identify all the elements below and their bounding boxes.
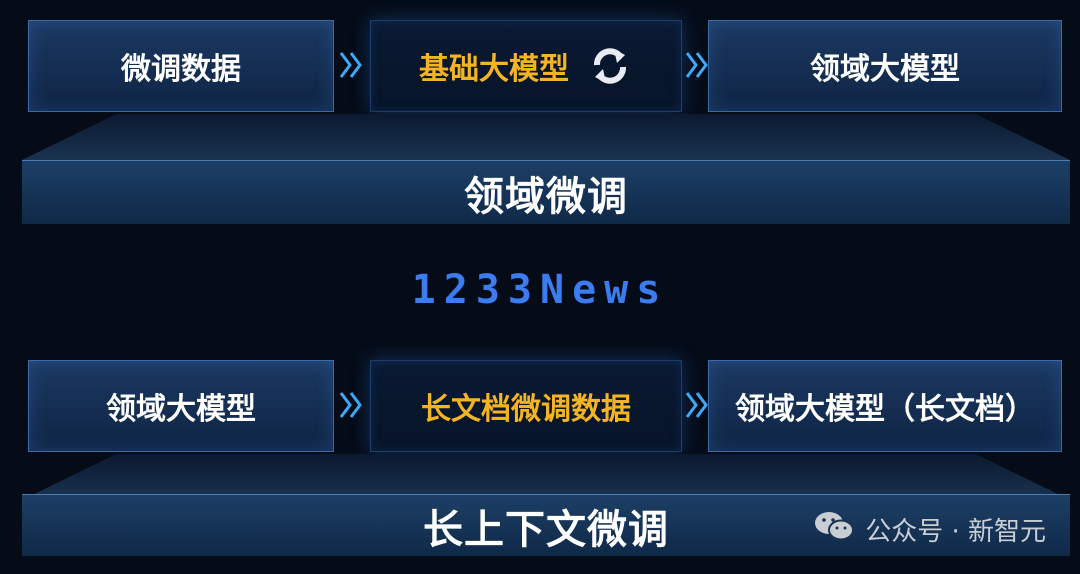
step-label: 领域大模型 [106, 392, 256, 427]
source-mark: 公众号 · 新智元 [813, 506, 1046, 552]
platform-label: 长上下文微调 [423, 506, 669, 553]
step-domain-model-long-doc: 领域大模型（长文档） [708, 360, 1062, 452]
source-label: 公众号 · 新智元 [865, 516, 1046, 547]
step-base-model: 基础大模型 [370, 20, 682, 112]
refresh-icon [587, 43, 633, 89]
step-label: 领域大模型（长文档） [735, 392, 1035, 427]
step-domain-model: 领域大模型 [708, 20, 1062, 112]
step-domain-model-input: 领域大模型 [28, 360, 334, 452]
double-chevron-right-icon [338, 385, 366, 425]
step-label: 领域大模型 [810, 52, 960, 87]
double-chevron-right-icon [338, 45, 366, 85]
step-label: 微调数据 [121, 52, 241, 87]
double-chevron-right-icon [684, 385, 712, 425]
platform-top-1 [22, 114, 1070, 160]
platform-top-2 [22, 454, 1070, 500]
platform-label: 领域微调 [464, 173, 628, 220]
wechat-icon [813, 508, 855, 551]
double-chevron-right-icon [684, 45, 712, 85]
watermark-text: 1233News [411, 267, 669, 313]
step-fine-tune-data: 微调数据 [28, 20, 334, 112]
step-long-doc-data: 长文档微调数据 [370, 360, 682, 452]
platform-long-context-fine-tune: 长上下文微调 [22, 494, 1070, 556]
step-label: 长文档微调数据 [421, 392, 631, 427]
step-label: 基础大模型 [419, 52, 569, 87]
platform-domain-fine-tune: 领域微调 [22, 160, 1070, 224]
